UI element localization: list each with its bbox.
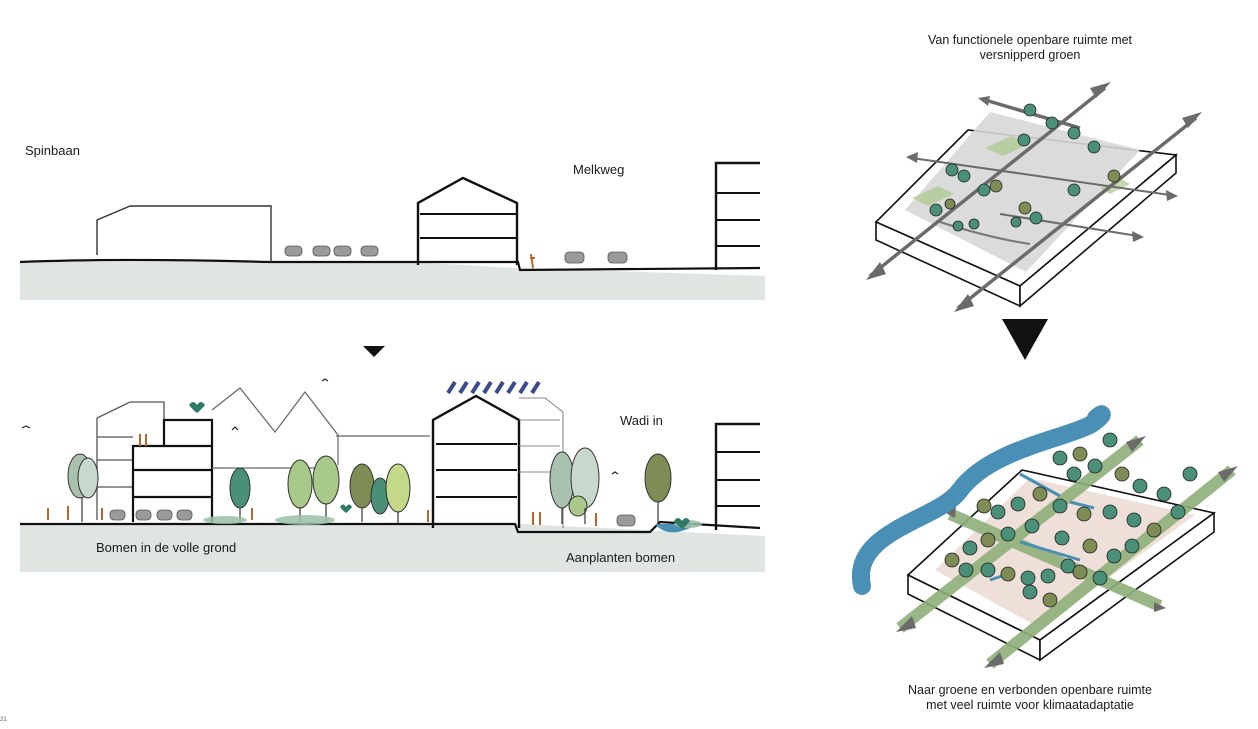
arrow-down-icon — [363, 346, 385, 357]
person — [530, 253, 535, 269]
caption-top-line2: versnipperd groen — [979, 48, 1081, 62]
ground-fill — [20, 524, 765, 572]
birds — [21, 378, 619, 475]
building-left-new — [131, 418, 214, 522]
river — [851, 405, 1111, 595]
ground-line — [19, 258, 761, 272]
label-planting: Aanplanten bomen — [566, 550, 676, 565]
caption-bottom-line1: Naar groene en verbonden openbare ruimte — [908, 683, 1152, 697]
people — [47, 434, 597, 526]
trees — [67, 447, 672, 517]
label-wadi: Wadi in — [620, 413, 663, 428]
cars-parking — [284, 245, 628, 264]
heart-icon — [674, 518, 690, 529]
caption-top-line1: Van functionele openbare ruimte met — [927, 33, 1133, 47]
page-number: 21 — [0, 717, 7, 723]
building-central — [416, 176, 519, 265]
heart-icon — [340, 504, 352, 513]
building-left-block — [96, 401, 165, 520]
building-spinbaan — [96, 205, 272, 262]
section-proposed — [20, 378, 765, 572]
building-tower — [714, 422, 760, 530]
heart-icon — [189, 402, 205, 413]
building-melkweg-tower — [714, 161, 760, 270]
solar-panels — [446, 380, 541, 395]
cars-parking — [109, 509, 636, 527]
building-central — [431, 394, 521, 528]
caption-bottom: Naar groene en verbonden openbare ruimte… — [880, 683, 1180, 713]
caption-top: Van functionele openbare ruimte met vers… — [880, 33, 1180, 63]
caption-bottom-line2: met veel ruimte voor klimaatadaptatie — [926, 698, 1134, 712]
label-melkweg: Melkweg — [573, 162, 625, 177]
building-central-extension — [519, 397, 564, 528]
ground-fill — [20, 262, 765, 300]
label-trees-ground: Bomen in de volle grond — [96, 540, 237, 555]
section-existing — [19, 161, 765, 300]
tree-trunks — [81, 498, 659, 524]
label-spinbaan: Spinbaan — [25, 143, 80, 158]
